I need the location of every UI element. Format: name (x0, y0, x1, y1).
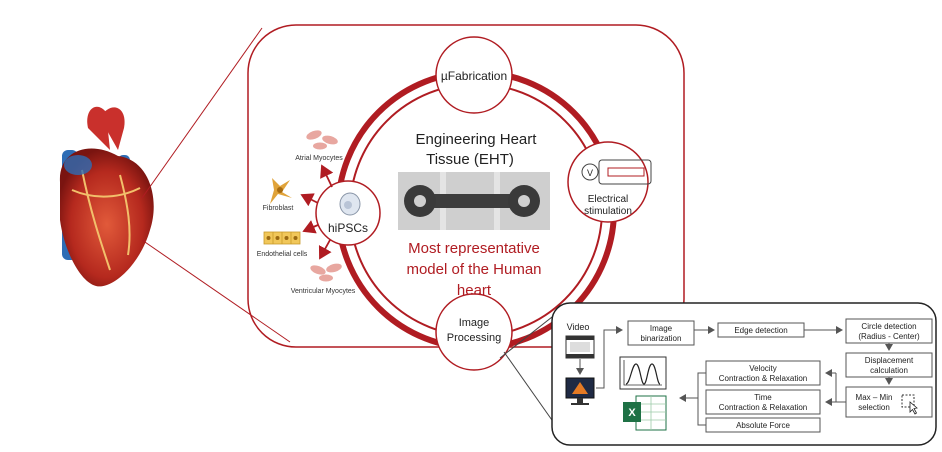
eht-micrograph (398, 172, 550, 230)
endothelial-label: Endothelial cells (257, 251, 308, 258)
zoom-line-bottom (141, 239, 291, 343)
stimulation-label-line1: Electrical (588, 194, 629, 205)
video-film-icon (565, 335, 595, 359)
fibroblast-label: Fibroblast (263, 205, 294, 212)
center-title-line2: Tissue (EHT) (426, 151, 514, 168)
excel-spreadsheet-icon: X (623, 395, 667, 431)
displacement-line1: Displacement (865, 356, 914, 365)
velocity-line2: Contraction & Relaxation (719, 374, 808, 383)
maxmin-line1: Max – Min (856, 393, 893, 402)
fabrication-label: µFabrication (441, 69, 507, 83)
zoom-line-top (141, 27, 263, 199)
box-maxmin (845, 386, 933, 418)
force-label: Absolute Force (736, 421, 790, 430)
video-label: Video (567, 322, 590, 332)
stimulation-node (567, 141, 649, 223)
stem-cell-icon (339, 192, 361, 216)
box-velocity (705, 360, 821, 386)
excel-letter: X (628, 407, 636, 419)
selection-cursor-icon (901, 394, 918, 415)
voltage-symbol: V (587, 168, 593, 178)
matlab-monitor-icon (565, 377, 595, 405)
atrial-label: Atrial Myocytes (295, 155, 343, 162)
box-time (705, 389, 821, 415)
processing-label-line2: Processing (447, 332, 501, 344)
processing-label-line1: Image (459, 317, 490, 329)
arrow-ventricular (318, 239, 332, 260)
binarization-line2: binarization (641, 334, 682, 343)
circle-line2: (Radius - Center) (858, 332, 920, 341)
circle-line1: Circle detection (861, 322, 916, 331)
box-circle (845, 318, 933, 344)
center-title-line1: Engineering Heart (416, 131, 538, 148)
maxmin-line2: selection (858, 403, 890, 412)
ventricular-myocyte-icon (310, 263, 342, 282)
stimulation-icon: V (581, 159, 652, 185)
atrial-myocyte-icon (306, 130, 338, 150)
arrow-to-binarization (596, 326, 623, 389)
arrow-endothelial (302, 220, 319, 234)
velocity-line1: Velocity (749, 364, 777, 373)
processing-node (435, 293, 513, 371)
center-subtitle-line2: model of the Human (406, 261, 541, 278)
hipsc-label: hiPSCs (328, 221, 368, 235)
displacement-line2: calculation (870, 366, 908, 375)
results-bracket (697, 372, 706, 426)
binarization-line1: Image (650, 324, 673, 333)
center-subtitle-line1: Most representative (408, 240, 540, 257)
box-binarization (627, 320, 695, 346)
heart-illustration (59, 106, 154, 287)
endothelial-icon (263, 231, 301, 245)
time-line2: Contraction & Relaxation (719, 403, 808, 412)
time-line1: Time (754, 393, 772, 402)
edge-label: Edge detection (734, 326, 787, 335)
ventricular-label: Ventricular Myocytes (291, 288, 356, 295)
stimulation-label-line2: stimulation (584, 206, 632, 217)
arrow-fibroblast (300, 193, 319, 207)
arrow-atrial (320, 164, 334, 188)
fabrication-node (435, 36, 513, 114)
fibroblast-icon (270, 178, 292, 204)
waveform-plot-icon (619, 356, 667, 390)
